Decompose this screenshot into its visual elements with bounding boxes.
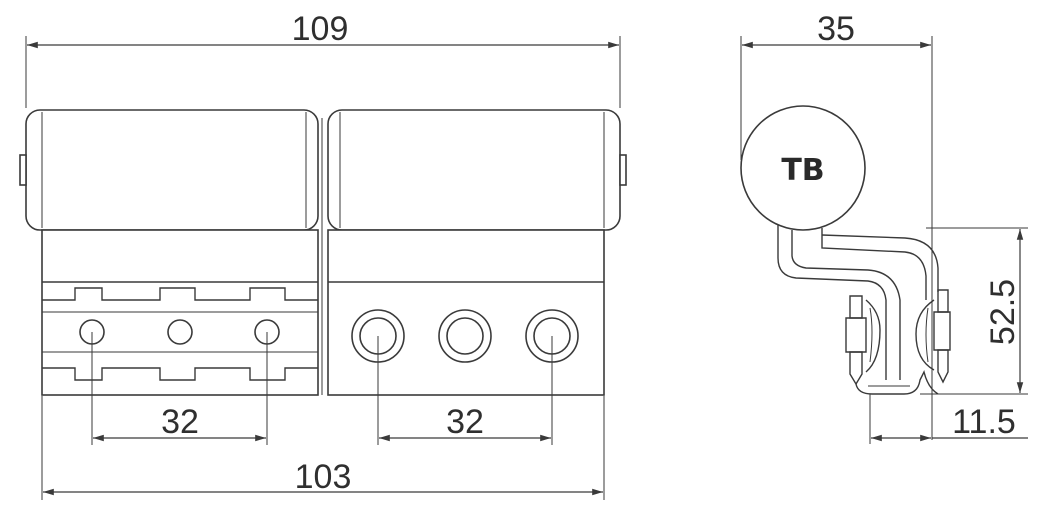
side-foot — [855, 369, 939, 395]
dimension-109-label: 109 — [292, 10, 349, 48]
left-knuckle — [19, 109, 319, 231]
left-leaf-hole-2 — [167, 319, 193, 345]
left-leaf — [41, 229, 319, 396]
front-view: 109 32 32 103 — [19, 10, 627, 500]
side-view: TB 35 — [740, 10, 1028, 444]
right-leaf — [327, 229, 605, 396]
dimension-left-32-label: 32 — [161, 403, 199, 441]
dimension-35-label: 35 — [817, 10, 855, 48]
side-left-clip — [845, 295, 881, 386]
side-right-clip — [915, 289, 951, 384]
dimension-11-5: 11.5 — [869, 394, 1028, 444]
side-knuckle — [740, 105, 866, 231]
dimension-109: 109 — [25, 10, 621, 108]
dimension-103-label: 103 — [295, 458, 352, 496]
brand-logo-text: TB — [781, 153, 824, 188]
right-leaf-hole-2 — [438, 309, 492, 363]
dimension-right-32-label: 32 — [446, 403, 484, 441]
dimension-52-5: 52.5 — [920, 227, 1028, 395]
side-arm-profile — [777, 225, 887, 380]
right-knuckle — [327, 109, 627, 231]
dimension-103: 103 — [41, 396, 605, 500]
dimension-11-5-label: 11.5 — [952, 403, 1016, 441]
dimension-35: 35 — [740, 10, 933, 440]
dimension-52-5-label: 52.5 — [984, 279, 1022, 345]
dimension-left-32: 32 — [91, 332, 268, 445]
dimension-right-32: 32 — [377, 336, 553, 445]
